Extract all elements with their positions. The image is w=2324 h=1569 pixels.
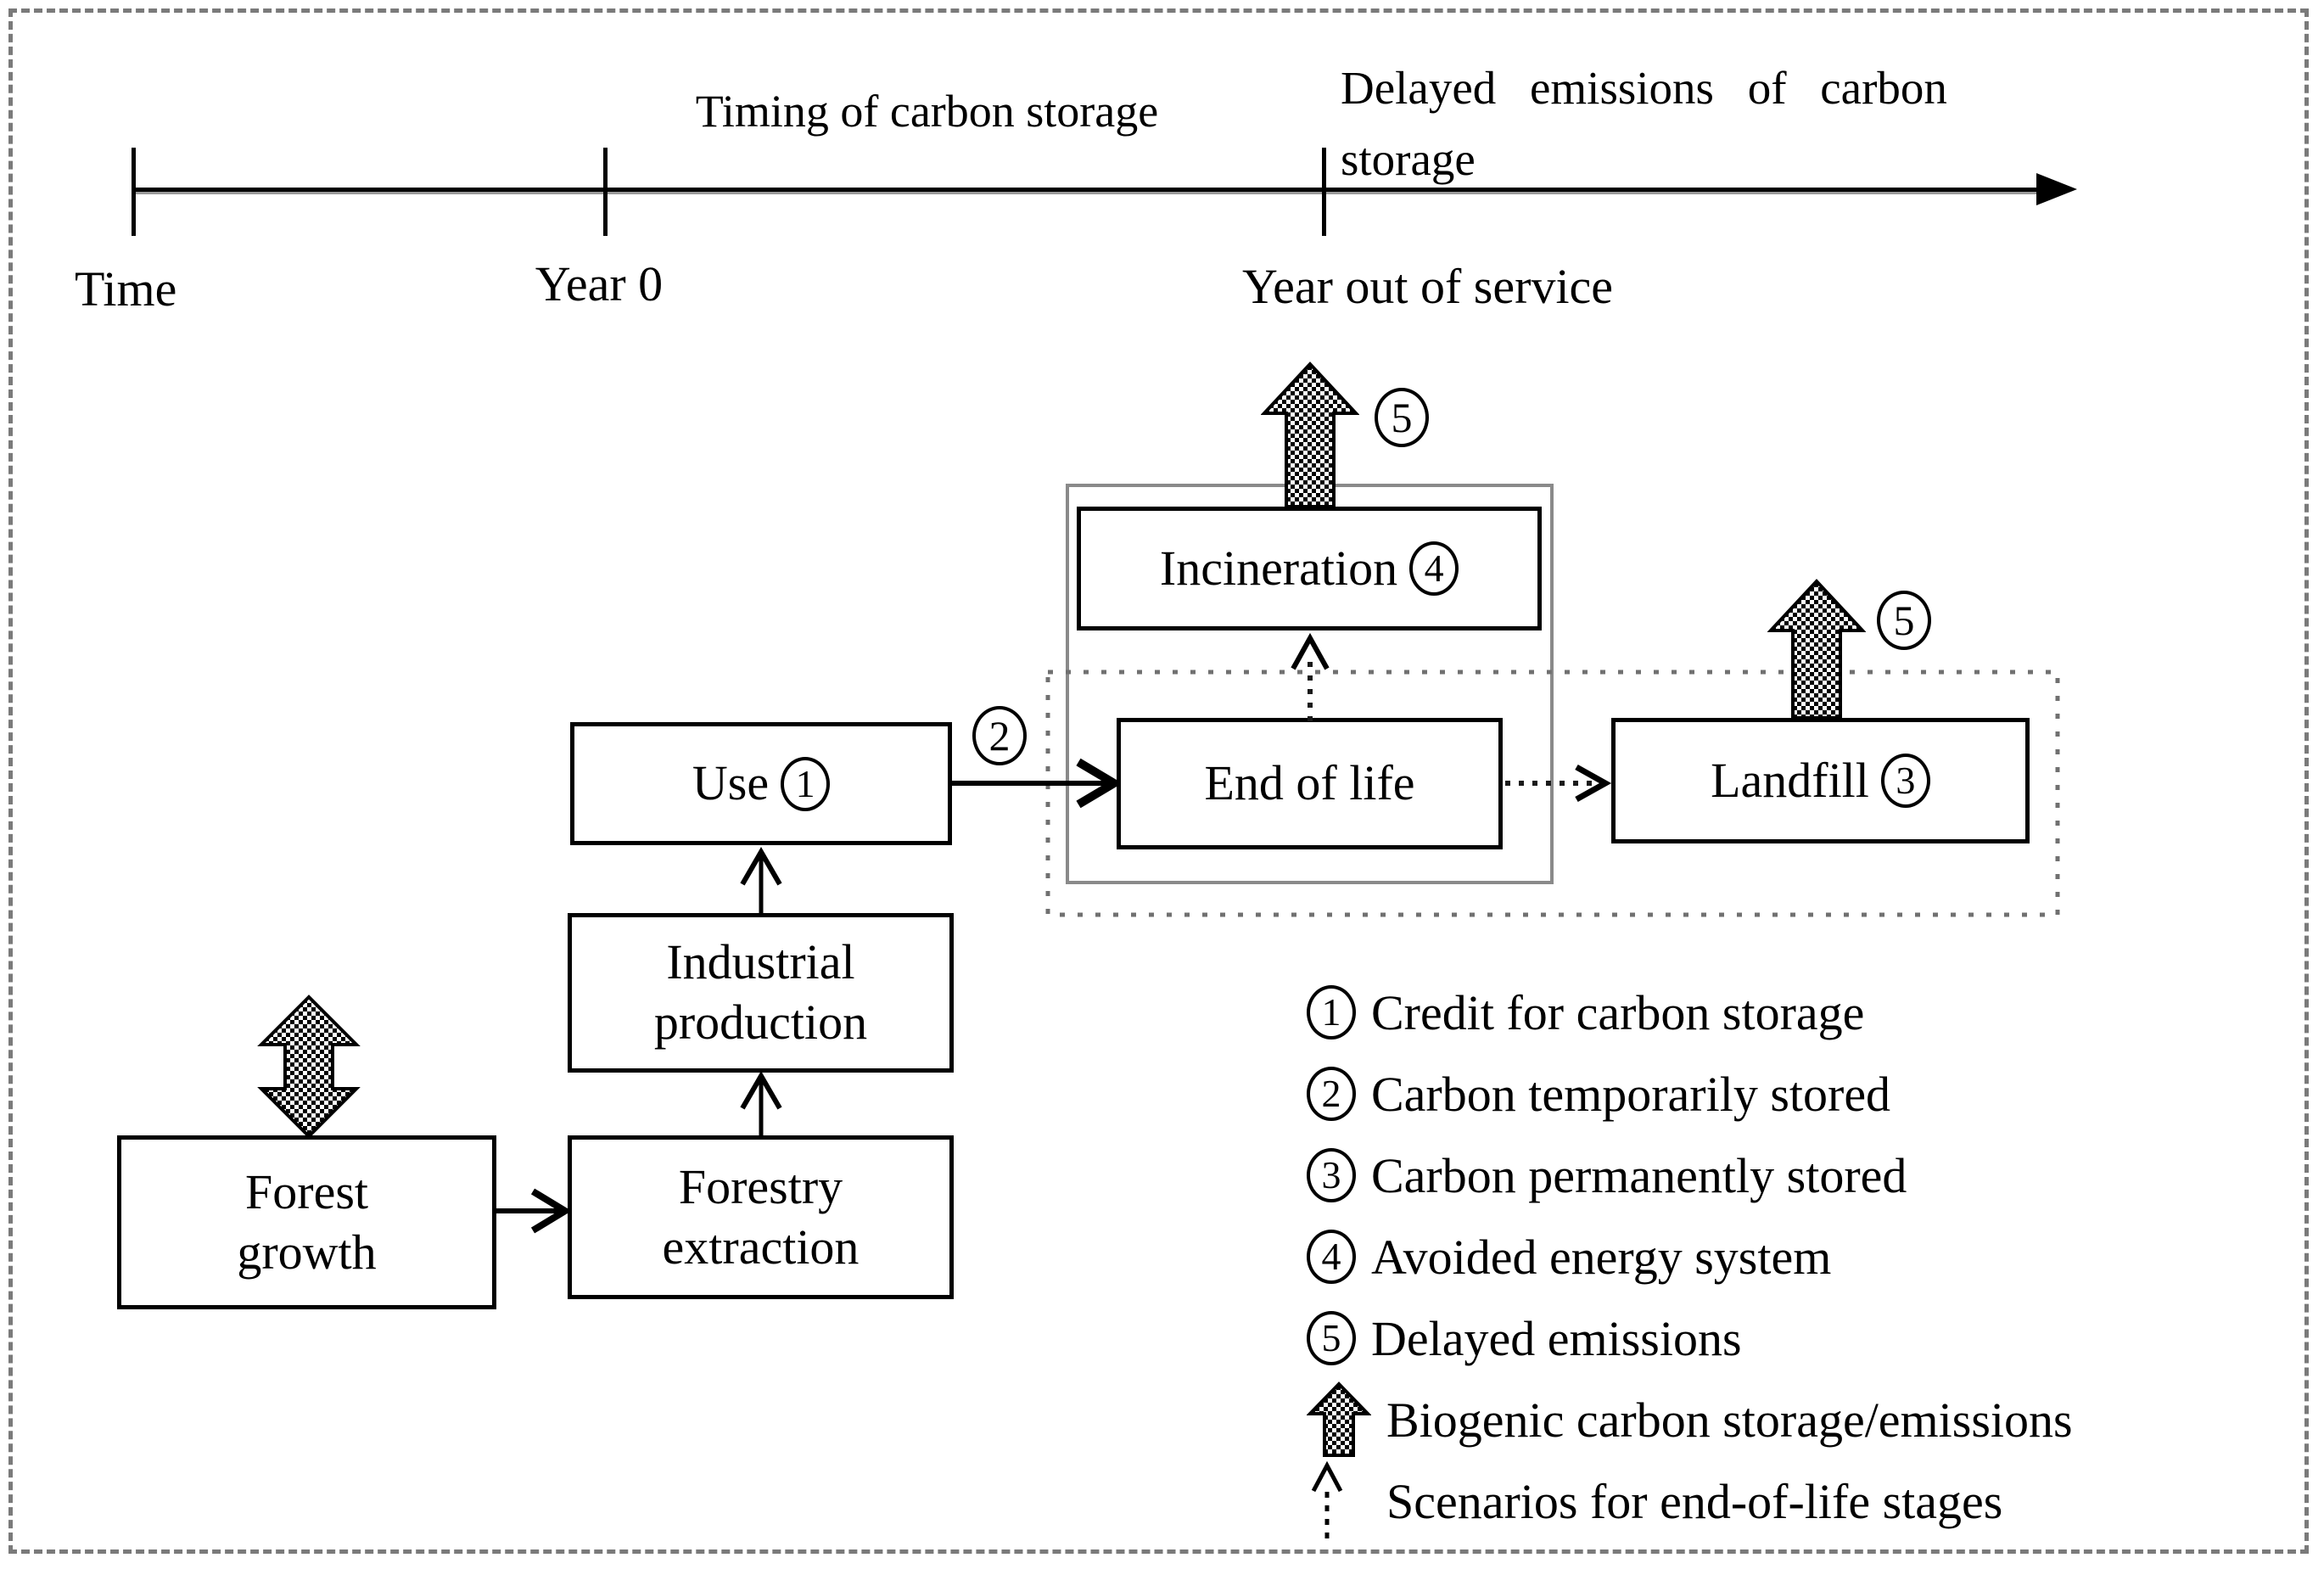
legend-text: Carbon permanently stored (1371, 1147, 1907, 1203)
legend-item-scenarios-endoflife: Scenarios for end-of-life stages (1307, 1460, 2003, 1540)
biogenic-emission-arrow-incineration-icon (1261, 361, 1359, 508)
checkered-block-arrow-icon (1307, 1381, 1371, 1457)
end-of-life-label: End of life (1204, 755, 1415, 811)
biogenic-emission-arrow-landfill-icon (1767, 579, 1866, 720)
year-out-of-service-label: Year out of service (1242, 259, 1614, 314)
circled-5-icon: 5 (1375, 388, 1429, 447)
circled-5-icon: 5 (1307, 1311, 1356, 1365)
timeline-arrowhead-icon (2036, 173, 2077, 205)
timeline-axis (133, 188, 2039, 194)
time-label: Time (75, 261, 177, 317)
dotted-arrow-endoflife-to-landfill-icon (1505, 764, 1612, 803)
use-box-label: Use (692, 755, 770, 811)
legend-text: Scenarios for end-of-life stages (1386, 1473, 2003, 1529)
circled-1-icon: 1 (1307, 985, 1356, 1039)
circled-1-icon: 1 (781, 756, 831, 811)
legend-item-biogenic-carbon: Biogenic carbon storage/emissions (1307, 1381, 2073, 1459)
legend-text: Avoided energy system (1371, 1229, 1832, 1285)
delayed-emissions-label-line1: Delayed emissions of carbon (1341, 62, 1947, 114)
industrial-production-box: Industrial production (568, 913, 954, 1073)
landfill-box: Landfill 3 (1611, 718, 2030, 843)
timing-of-carbon-storage-label: Timing of carbon storage (695, 86, 1159, 137)
legend-item-avoided-energy-system: 4 Avoided energy system (1307, 1218, 1831, 1296)
dotted-arrow-endoflife-to-incineration-icon (1291, 632, 1330, 721)
timeline-tick-yearout (1322, 148, 1326, 236)
biogenic-storage-double-arrow-forest-icon (257, 995, 361, 1139)
legend-text: Carbon temporarily stored (1371, 1066, 1891, 1122)
forestry-extraction-line1: Forestry (678, 1158, 843, 1214)
legend-item-delayed-emissions: 5 Delayed emissions (1307, 1299, 1742, 1377)
legend-text: Delayed emissions (1371, 1310, 1742, 1366)
incineration-box: Incineration 4 (1077, 507, 1542, 630)
timeline-tick-time (132, 148, 136, 236)
year0-label: Year 0 (535, 256, 664, 311)
circled-4-icon: 4 (1307, 1230, 1356, 1284)
industrial-production-line1: Industrial (666, 934, 855, 990)
forestry-extraction-box: Forestry extraction (568, 1135, 954, 1299)
legend-item-credit-carbon-storage: 1 Credit for carbon storage (1307, 973, 1864, 1051)
circled-3-icon: 3 (1880, 754, 1930, 808)
circled-5-icon: 5 (1877, 591, 1931, 650)
figure-dashed-border (8, 8, 2309, 1554)
forest-growth-box: Forest growth (117, 1135, 496, 1309)
delayed-emissions-annotation-incineration: 5 (1375, 388, 1429, 447)
carbon-temporarily-stored-annotation: 2 (972, 706, 1027, 765)
landfill-label: Landfill (1711, 752, 1869, 808)
circled-3-icon: 3 (1307, 1148, 1356, 1202)
incineration-label: Incineration (1159, 540, 1398, 596)
circled-2-icon: 2 (972, 706, 1027, 765)
end-of-life-box: End of life (1117, 718, 1503, 849)
arrow-forestry-to-industrial-icon (740, 1071, 782, 1139)
timeline-tick-year0 (603, 148, 608, 236)
forestry-extraction-line2: extraction (662, 1219, 860, 1275)
delayed-emissions-annotation-landfill: 5 (1877, 591, 1931, 650)
legend-item-carbon-permanently-stored: 3 Carbon permanently stored (1307, 1136, 1907, 1214)
use-box: Use 1 (570, 722, 952, 845)
delayed-emissions-label-line2: storage (1341, 133, 1476, 185)
legend-text: Biogenic carbon storage/emissions (1386, 1392, 2073, 1448)
industrial-production-line2: production (653, 995, 868, 1050)
legend-text: Credit for carbon storage (1371, 984, 1865, 1040)
forest-growth-line1: Forest (245, 1163, 368, 1219)
arrow-use-to-endoflife-icon (951, 758, 1121, 809)
arrow-forest-to-forestry-icon (494, 1188, 572, 1234)
arrow-industrial-to-use-icon (740, 847, 782, 916)
dashed-up-arrow-icon (1311, 1460, 1343, 1538)
circled-4-icon: 4 (1409, 541, 1459, 596)
circled-2-icon: 2 (1307, 1067, 1356, 1121)
legend-item-carbon-temporarily-stored: 2 Carbon temporarily stored (1307, 1055, 1890, 1133)
forest-growth-line2: growth (237, 1224, 377, 1280)
